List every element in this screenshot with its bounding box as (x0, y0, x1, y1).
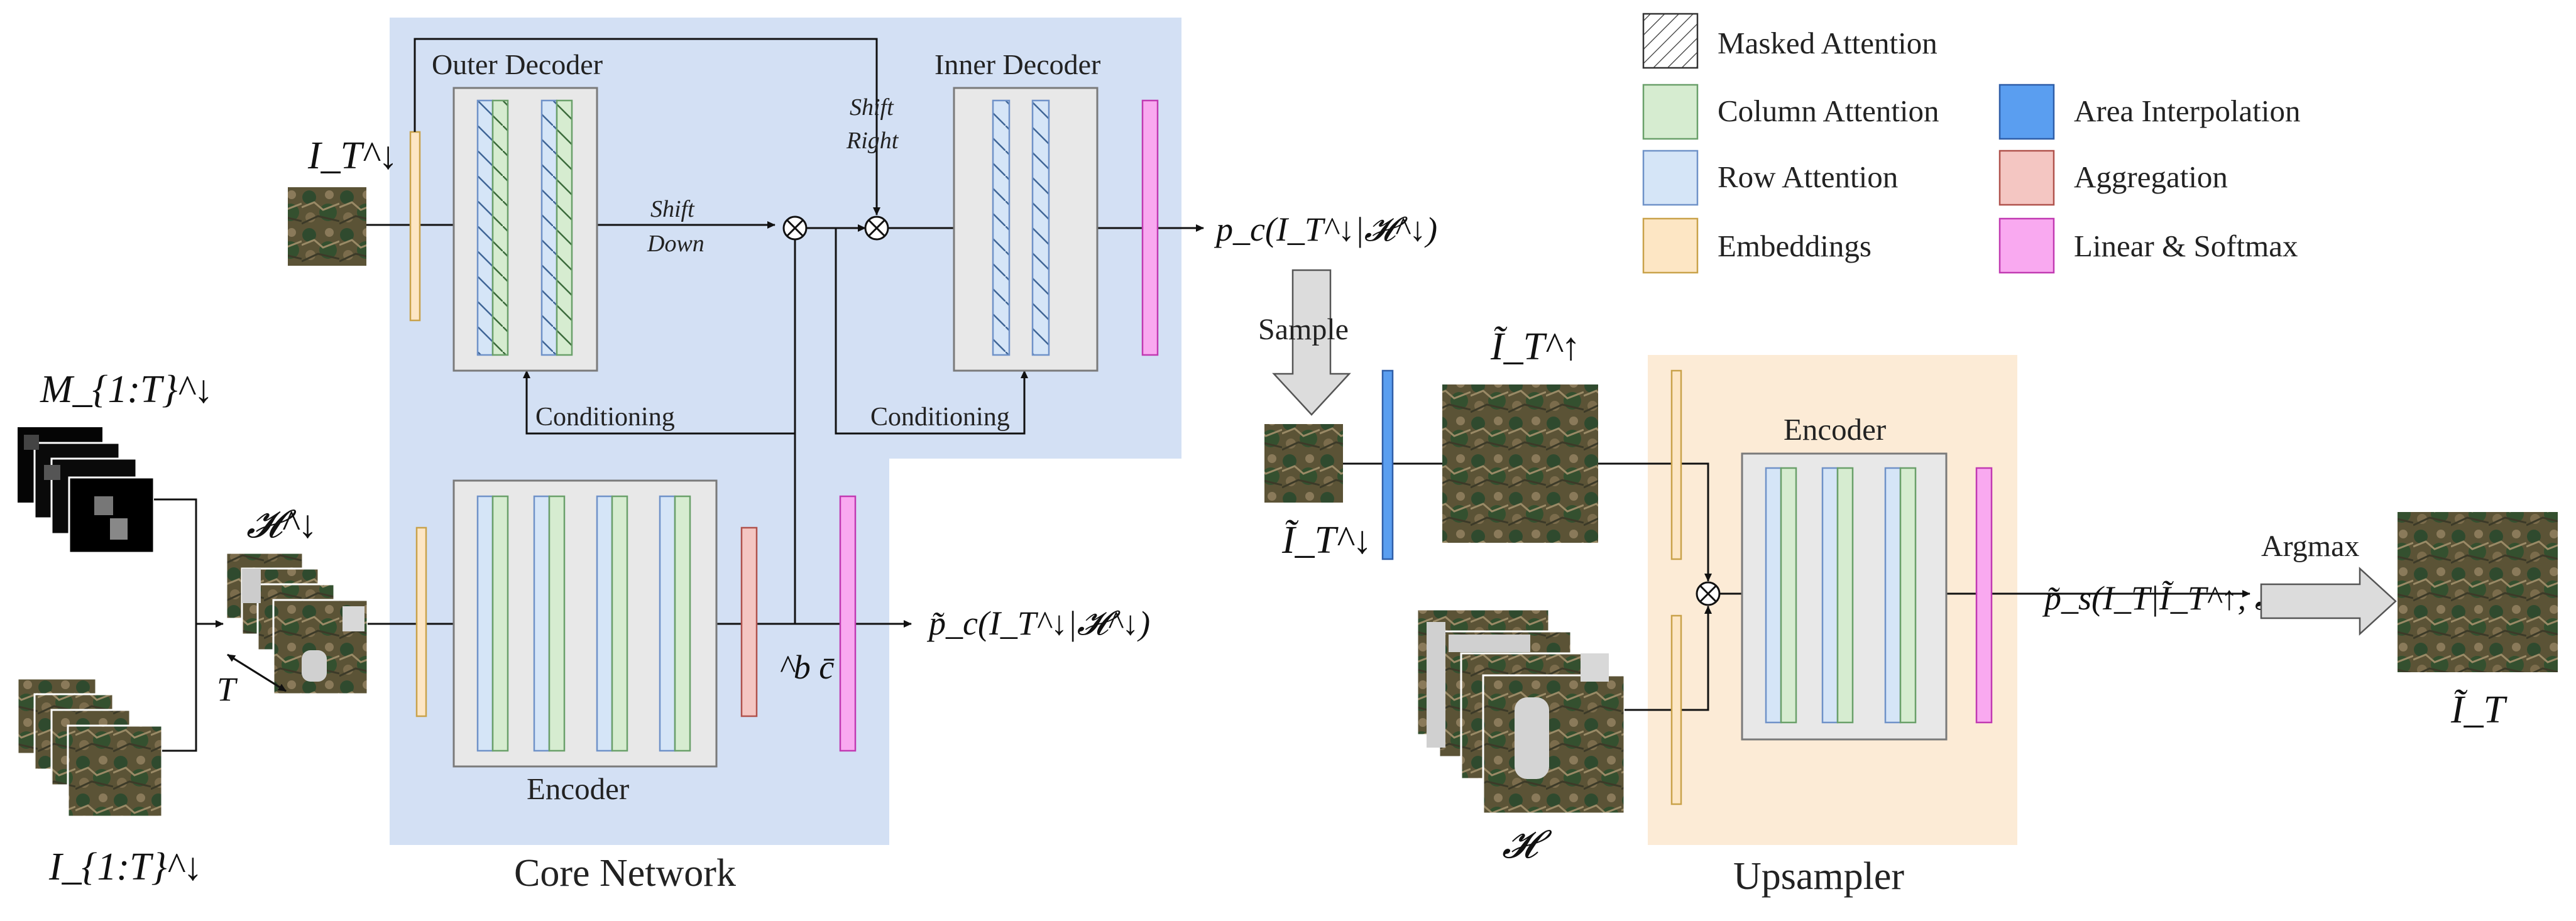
inner-decoder-softmax (1141, 99, 1159, 356)
multiply-node-outer (782, 215, 808, 241)
sampled-image (1264, 424, 1343, 503)
upsampler-caption: Upsampler (1733, 855, 1904, 898)
legend-label-column-attention: Column Attention (1718, 94, 1939, 128)
legend-swatch-row-attention (1642, 150, 1699, 206)
shift-right-label-2: Right (846, 128, 899, 154)
multiply-node-inner (864, 215, 889, 241)
upsampler-embedding-top (1670, 369, 1682, 560)
legend-swatch-linear-softmax (1998, 217, 2055, 274)
legend-label-embeddings: Embeddings (1718, 229, 1872, 263)
legend: Masked Attention Column Attention Row At… (1642, 13, 2301, 274)
outer-decoder-layers (476, 99, 573, 356)
legend-label-area-interpolation: Area Interpolation (2074, 94, 2301, 128)
inner-decoder-label: Inner Decoder (934, 48, 1100, 80)
core-encoder-label: Encoder (527, 771, 629, 806)
core-encoder-softmax (839, 495, 857, 752)
decoder-embedding (409, 131, 421, 322)
core-bottom-output: p̃_c(I_T^↓|𝓗^↓) (926, 604, 1150, 642)
legend-swatch-masked-attention (1642, 13, 1699, 69)
sampled-label: Ĩ_T^↓ (1281, 519, 1372, 562)
core-top-output: p_c(I_T^↓|𝓗^↓) (1214, 210, 1437, 248)
mask-stack (18, 427, 155, 554)
top-input-label: I_T^↓ (307, 134, 398, 177)
mask-label: M_{1:T}^↓ (40, 368, 214, 411)
upsampler-encoder-layers (1765, 467, 1917, 724)
upsampler-softmax (1975, 467, 1993, 724)
image-stack-label: I_{1:T}^↓ (48, 846, 203, 888)
legend-swatch-embeddings (1642, 217, 1699, 274)
inner-decoder-block (953, 87, 1099, 372)
upsampled-label: Ĩ_T^↑ (1490, 325, 1581, 368)
shift-down-label-1: Shift (650, 196, 695, 222)
legend-label-masked-attention: Masked Attention (1718, 26, 1937, 60)
upsampler-embedding-bottom (1670, 614, 1682, 805)
encoder-embedding (415, 526, 427, 717)
history-full-label: 𝓗 (1502, 824, 1552, 866)
conditioning-left-label: Conditioning (535, 403, 675, 432)
legend-swatch-aggregation (1998, 150, 2055, 206)
history-full-stack (1416, 608, 1626, 815)
shift-right-label-1: Shift (850, 94, 894, 121)
conditioning-right-label: Conditioning (870, 403, 1010, 432)
final-label: Ĩ_T (2450, 689, 2508, 731)
legend-label-aggregation: Aggregation (2074, 160, 2228, 194)
sample-label: Sample (1258, 313, 1349, 346)
argmax-label: Argmax (2261, 530, 2359, 563)
inner-decoder-layers (992, 99, 1050, 356)
final-image (2398, 512, 2558, 672)
aggregation-block (740, 526, 758, 717)
legend-swatch-column-attention (1642, 84, 1699, 140)
upsampler-encoder-label: Encoder (1784, 412, 1886, 447)
t-label: T (217, 670, 238, 708)
outer-decoder-label: Outer Decoder (432, 48, 603, 80)
image-stack (16, 677, 163, 818)
aggregation-label: ^b c̄ (779, 648, 835, 686)
top-input-image (288, 187, 366, 266)
argmax-arrow (2260, 567, 2397, 636)
legend-swatch-area-interpolation (1998, 84, 2055, 140)
multiply-node-upsampler (1696, 581, 1721, 606)
history-down-stack (225, 552, 369, 695)
upsampled-image (1442, 384, 1598, 543)
core-encoder-layers (476, 495, 691, 752)
legend-label-row-attention: Row Attention (1718, 160, 1898, 194)
sample-arrow (1272, 269, 1351, 416)
history-down-label: 𝓗^↓ (246, 503, 317, 546)
outer-decoder-block (452, 87, 598, 372)
shift-down-label-2: Down (647, 231, 704, 257)
core-network-caption: Core Network (514, 852, 736, 895)
legend-label-linear-softmax: Linear & Softmax (2074, 229, 2298, 263)
upsampler-output: p̃_s(I_T|Ĩ_T^↑, 𝓗) (2042, 579, 2299, 617)
area-interpolation-block (1381, 369, 1394, 560)
